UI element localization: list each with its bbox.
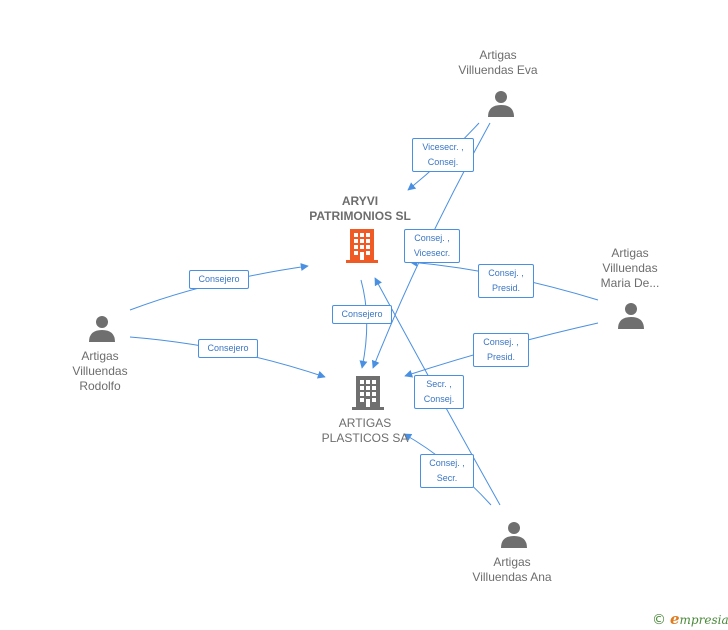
- company-artigas-label[interactable]: ARTIGAS PLASTICOS SA: [305, 416, 425, 446]
- company-aryvi-line2: PATRIMONIOS SL: [309, 209, 411, 223]
- person-rodolfo-line2: Villuendas: [72, 364, 128, 378]
- person-ana-line2: Villuendas Ana: [472, 570, 552, 584]
- relation-badge-maria-artigas[interactable]: Consej. , Presid.: [473, 333, 529, 367]
- relation-badge-maria-aryvi[interactable]: Consej. , Presid.: [478, 264, 534, 298]
- relation-text: Consej. ,: [414, 233, 450, 243]
- building-icon[interactable]: [352, 376, 384, 410]
- relation-text: Consej. ,: [483, 337, 519, 347]
- person-rodolfo-line1: Artigas: [81, 349, 119, 363]
- relation-text: Consejero: [341, 309, 383, 319]
- relation-text: Consej.: [423, 394, 455, 404]
- person-maria-line3: Maria De...: [600, 276, 660, 290]
- company-artigas-line2: PLASTICOS SA: [321, 431, 409, 445]
- relation-badge-eva-artigas[interactable]: Consej. , Vicesecr.: [404, 229, 460, 263]
- person-icon[interactable]: [88, 314, 116, 342]
- relation-badge-ana-aryvi[interactable]: Secr. , Consej.: [414, 375, 464, 409]
- building-icon[interactable]: [346, 229, 378, 263]
- relation-text: Presid.: [486, 352, 515, 362]
- relation-text: Consej.: [427, 157, 459, 167]
- person-ana-line1: Artigas: [493, 555, 531, 569]
- relation-text: Consejero: [207, 343, 249, 353]
- relation-text: Vicesecr. ,: [422, 142, 464, 152]
- company-aryvi-label[interactable]: ARYVI PATRIMONIOS SL: [290, 194, 430, 224]
- person-maria-line2: Villuendas: [602, 261, 658, 275]
- relation-badge-eva-aryvi[interactable]: Vicesecr. , Consej.: [412, 138, 474, 172]
- relation-badge-aryvi-artigas[interactable]: Consejero: [332, 305, 392, 324]
- company-artigas-line1: ARTIGAS: [338, 416, 392, 430]
- person-eva-label[interactable]: Artigas Villuendas Eva: [448, 48, 548, 78]
- brand-logo-text: mpresia: [679, 613, 728, 627]
- relation-text: Secr.: [436, 473, 458, 483]
- brand-logo-e: e: [670, 610, 680, 628]
- person-rodolfo-label[interactable]: Artigas Villuendas Rodolfo: [55, 349, 145, 394]
- person-maria-line1: Artigas: [611, 246, 649, 260]
- relation-badge-ana-artigas[interactable]: Consej. , Secr.: [420, 454, 474, 488]
- relation-text: Consej. ,: [488, 268, 524, 278]
- relation-text: Secr. ,: [426, 379, 452, 389]
- relation-badge-rodolfo-aryvi[interactable]: Consejero: [189, 270, 249, 289]
- company-aryvi-line1: ARYVI: [341, 194, 379, 208]
- brand-footer[interactable]: ©empresia: [652, 610, 728, 628]
- person-icon[interactable]: [617, 301, 645, 329]
- relation-text: Consej. ,: [429, 458, 465, 468]
- edge-aryvi-artigas: [359, 279, 368, 369]
- relation-text: Presid.: [491, 283, 520, 293]
- person-eva-line2: Villuendas Eva: [458, 63, 538, 77]
- person-icon[interactable]: [500, 520, 528, 548]
- person-maria-label[interactable]: Artigas Villuendas Maria De...: [585, 246, 675, 291]
- relation-badge-rodolfo-artigas[interactable]: Consejero: [198, 339, 258, 358]
- relation-text: Vicesecr.: [413, 248, 451, 258]
- relation-text: Consejero: [198, 274, 240, 284]
- person-ana-label[interactable]: Artigas Villuendas Ana: [456, 555, 568, 585]
- person-icon[interactable]: [487, 89, 515, 117]
- person-eva-line1: Artigas: [479, 48, 517, 62]
- copyright-icon: ©: [652, 612, 666, 628]
- person-rodolfo-line3: Rodolfo: [79, 379, 121, 393]
